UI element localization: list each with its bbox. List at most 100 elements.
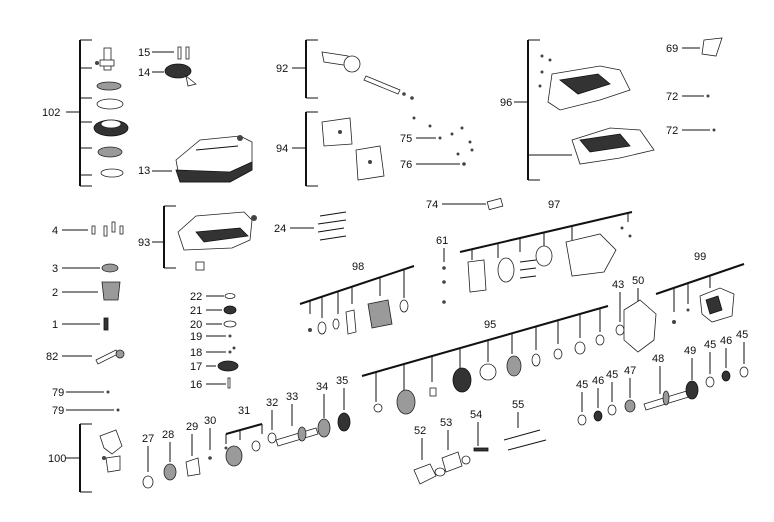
label-100: 100 (48, 453, 66, 465)
label-18: 18 (190, 347, 202, 359)
part-61: 61 (436, 235, 448, 304)
label-50: 50 (632, 275, 644, 287)
label-53: 53 (440, 417, 452, 429)
part-46-a: 46 (592, 375, 604, 422)
label-31: 31 (238, 405, 250, 417)
group-93: 93 (138, 205, 257, 271)
label-24: 24 (274, 223, 286, 235)
part-14: 14 (138, 63, 197, 87)
group-92: 92 (276, 39, 414, 100)
label-28: 28 (162, 429, 174, 441)
label-1: 1 (52, 319, 58, 331)
label-45-c: 45 (704, 339, 716, 351)
part-1: 1 (52, 317, 109, 331)
label-45-b: 45 (606, 369, 618, 381)
part-21: 21 (190, 305, 237, 317)
label-72-b: 72 (666, 125, 678, 137)
part-102-gear (93, 119, 129, 137)
label-3: 3 (52, 263, 58, 275)
part-19: 19 (190, 331, 232, 343)
part-102-ring (96, 98, 124, 110)
label-15: 15 (138, 47, 150, 59)
part-34: 34 (316, 381, 331, 438)
part-29: 29 (185, 421, 201, 477)
label-16: 16 (190, 379, 202, 391)
part-13-battery-pack: 13 (138, 135, 253, 183)
label-29: 29 (186, 421, 198, 433)
label-54: 54 (470, 409, 482, 421)
part-32: 32 (266, 397, 278, 444)
label-95: 95 (484, 319, 496, 331)
part-72-b: 72 (666, 125, 716, 137)
part-28: 28 (162, 429, 177, 481)
group-95: 95 (361, 305, 609, 415)
part-45-d: 45 (736, 329, 749, 378)
group-100: 100 (48, 423, 123, 493)
part-17: 17 (190, 360, 239, 373)
label-45-a: 45 (576, 379, 588, 391)
part-53: 53 (440, 417, 471, 473)
label-2: 2 (52, 287, 58, 299)
part-82-key: 82 (46, 349, 125, 365)
part-18: 18 (190, 346, 236, 359)
label-98: 98 (352, 261, 364, 273)
part-30: 30 (204, 415, 216, 460)
label-34: 34 (316, 381, 328, 393)
label-13: 13 (138, 165, 150, 177)
part-75-screws: 75 (400, 116, 472, 145)
label-48: 48 (652, 353, 664, 365)
part-2-chuck: 2 (52, 281, 121, 301)
label-43: 43 (612, 279, 624, 291)
label-19: 19 (190, 331, 202, 343)
part-45-c: 45 (704, 339, 716, 388)
label-79-b: 79 (52, 405, 64, 417)
label-4: 4 (52, 225, 58, 237)
label-82: 82 (46, 351, 58, 363)
group-94: 94 (276, 111, 385, 187)
part-79-a: 79 (52, 387, 110, 399)
label-22: 22 (190, 291, 202, 303)
group-98: 98 (299, 261, 415, 335)
part-48: 48 (643, 353, 693, 411)
label-92: 92 (276, 63, 288, 75)
part-79-b: 79 (52, 405, 120, 417)
part-31: 31 (224, 405, 263, 467)
part-15: 15 (138, 46, 190, 60)
label-102: 102 (42, 107, 60, 119)
part-16: 16 (190, 377, 231, 391)
label-47: 47 (624, 365, 636, 377)
label-79-a: 79 (52, 387, 64, 399)
part-102-bearing (97, 146, 123, 158)
label-97: 97 (548, 199, 560, 211)
label-75: 75 (400, 133, 412, 145)
label-93: 93 (138, 237, 150, 249)
label-49: 49 (684, 345, 696, 357)
label-52: 52 (414, 425, 426, 437)
label-21: 21 (190, 305, 202, 317)
group-102: 102 (42, 39, 129, 187)
label-14: 14 (138, 67, 150, 79)
label-69: 69 (666, 43, 678, 55)
label-99: 99 (694, 251, 706, 263)
part-72-a: 72 (666, 91, 710, 103)
label-46-b: 46 (720, 335, 732, 347)
label-76: 76 (400, 159, 412, 171)
label-96: 96 (500, 97, 512, 109)
label-20: 20 (190, 319, 202, 331)
label-27: 27 (142, 433, 154, 445)
label-94: 94 (276, 143, 288, 155)
part-35: 35 (336, 375, 351, 432)
part-46-b: 46 (720, 335, 732, 382)
label-30: 30 (204, 415, 216, 427)
part-20: 20 (190, 319, 237, 331)
part-102-washer (96, 81, 122, 91)
part-52: 52 (413, 425, 446, 485)
part-54: 54 (470, 409, 489, 452)
part-76-screws: 76 (400, 148, 474, 171)
part-47: 47 (624, 365, 636, 413)
part-55: 55 (503, 399, 547, 451)
part-24-pins: 24 (274, 211, 347, 241)
part-27: 27 (142, 433, 154, 489)
label-55: 55 (512, 399, 524, 411)
